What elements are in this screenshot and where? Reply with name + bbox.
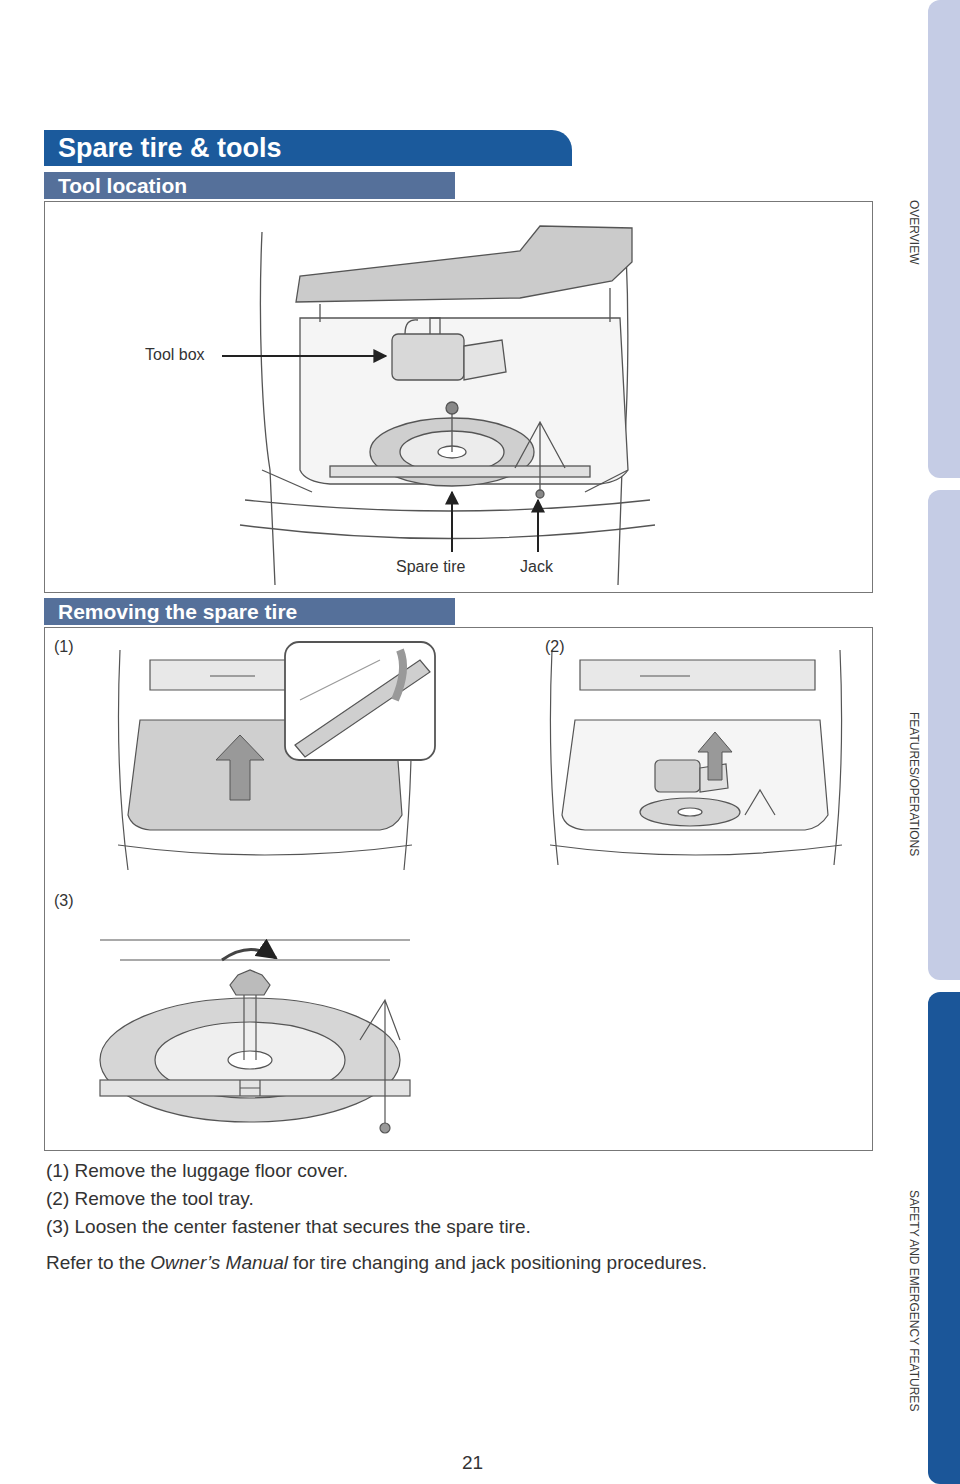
lift-arrow <box>216 735 264 800</box>
instruction-step: (1) Remove the luggage floor cover. <box>46 1160 348 1182</box>
title-tab: Spare tire & tools <box>44 130 572 166</box>
tab-label: OVERVIEW <box>907 200 921 264</box>
callout-number: (1) <box>54 638 74 656</box>
leader-arrows <box>222 356 538 552</box>
section-panel: Tool location <box>44 172 873 593</box>
section-panel: Removing the spare tire <box>44 598 873 1151</box>
note-text: Refer to the <box>46 1252 145 1274</box>
part-name: Spare tire <box>396 558 465 576</box>
part-name: Jack <box>520 558 553 576</box>
lift-arrow <box>395 650 403 700</box>
section-tab: FEATURES/OPERATIONS <box>903 490 960 980</box>
section-heading: Removing the spare tire <box>44 598 455 625</box>
tab-strip <box>928 0 960 478</box>
step1-drawing <box>118 642 435 870</box>
rotate-arrow <box>222 949 276 960</box>
trunk-drawing <box>240 226 655 585</box>
note-text: Owner’s Manual <box>150 1252 288 1274</box>
tab-strip <box>928 490 960 980</box>
instruction-step: (3) Loosen the center fastener that secu… <box>46 1216 531 1238</box>
instruction-step: (2) Remove the tool tray. <box>46 1188 254 1210</box>
page-number: 21 <box>462 1452 483 1474</box>
callout-number: (2) <box>545 638 565 656</box>
tab-label: FEATURES/OPERATIONS <box>907 712 921 856</box>
note-text: for tire changing and jack positioning p… <box>293 1252 707 1274</box>
tab-label: SAFETY AND EMERGENCY FEATURES <box>907 1190 921 1411</box>
section-heading: Tool location <box>44 172 455 199</box>
lift-arrow <box>698 732 732 780</box>
note-line: Refer to theOwner’s Manualfor tire chang… <box>46 1252 906 1274</box>
callout-number: (3) <box>54 892 74 910</box>
step3-drawing <box>100 940 410 1133</box>
panel-frame <box>44 627 873 1151</box>
tab-strip <box>928 992 960 1484</box>
section-tab: OVERVIEW <box>903 0 960 478</box>
step2-drawing <box>550 650 842 865</box>
section-tab: SAFETY AND EMERGENCY FEATURES <box>903 992 960 1484</box>
panel-frame <box>44 201 873 593</box>
part-name: Tool box <box>145 346 205 364</box>
